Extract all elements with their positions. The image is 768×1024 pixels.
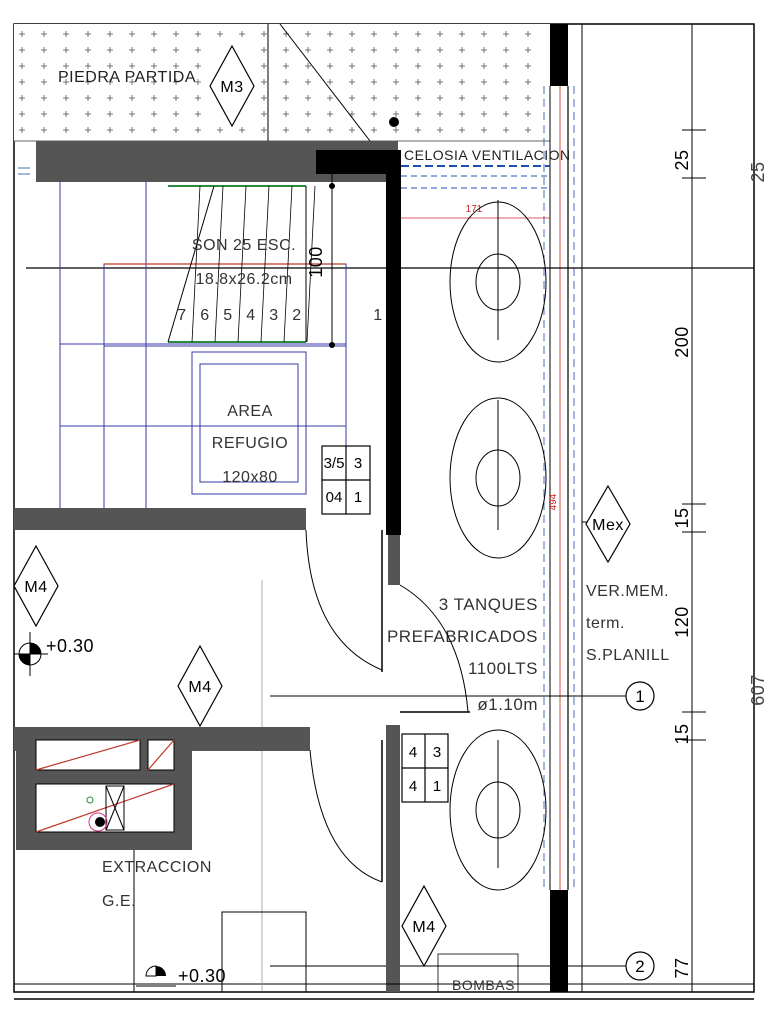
grid-axis-1-label: 1 xyxy=(635,687,644,706)
louver-zone xyxy=(401,165,550,189)
step-number-2: 2 xyxy=(292,307,301,324)
area-label-line1: AREA xyxy=(227,403,273,420)
m3-marker: M3 xyxy=(209,44,255,128)
level-label-2: +0.30 xyxy=(178,966,226,986)
m4-marker-bottom: M4 xyxy=(401,884,447,968)
middle-wall xyxy=(14,508,306,530)
stairs-label-line2: 18.8x26.2cm xyxy=(195,271,292,288)
step-number-1: 1 xyxy=(373,307,382,324)
dimension-25: 25 xyxy=(672,149,692,170)
grid-axis-1: 1 xyxy=(625,681,655,711)
area-label-line2: REFUGIO xyxy=(212,435,288,452)
dimension-15-b: 15 xyxy=(672,723,692,744)
extraction-duct xyxy=(14,727,310,850)
dimension-77: 77 xyxy=(672,957,692,978)
note-line1: VER.MEM. xyxy=(586,583,669,600)
gravel-label: PIEDRA PARTIDA xyxy=(58,69,196,86)
m4-left-label: M4 xyxy=(24,579,47,596)
tanks-label-line4: ø1.10m xyxy=(477,695,538,714)
m4-marker-center: M4 xyxy=(177,644,223,728)
table-top-r0c1: 3 xyxy=(354,455,362,472)
right-wall-black-bottom xyxy=(550,890,568,992)
staircase xyxy=(59,150,347,508)
stair-dimension-100: 100 xyxy=(306,246,326,278)
dimension-200: 200 xyxy=(672,326,692,358)
dimension-120: 120 xyxy=(672,606,692,638)
partial-dimension-607: 607 xyxy=(748,674,768,706)
table-top-r1c0: 04 xyxy=(326,489,343,506)
table-bottom-r0c1: 3 xyxy=(433,744,441,761)
dimension-15-a: 15 xyxy=(672,507,692,528)
partial-dimension-25: 25 xyxy=(748,161,768,182)
red-dimension-494-label: 494 xyxy=(548,493,559,510)
door-swing-upper xyxy=(305,529,470,713)
pumps-label: BOMBAS xyxy=(452,977,515,993)
step-number-7: 7 xyxy=(177,307,186,324)
step-number-4: 4 xyxy=(246,307,255,324)
grid-axis-2-label: 2 xyxy=(635,957,644,976)
m4-marker-left: M4 xyxy=(13,544,59,628)
level-label-1: +0.30 xyxy=(46,636,94,656)
red-dimension-171-label: 171 xyxy=(466,204,483,215)
m4-center-label: M4 xyxy=(188,679,211,696)
table-bottom-r1c0: 4 xyxy=(409,778,417,795)
table-top: 3/5 3 04 1 xyxy=(321,445,371,515)
lower-vertical-wall xyxy=(386,725,400,992)
vertical-black-wall xyxy=(386,150,401,535)
step-number-5: 5 xyxy=(223,307,232,324)
level-mark-2 xyxy=(136,965,176,987)
step-number-3: 3 xyxy=(269,307,278,324)
tanks-label-line2: PREFABRICADOS xyxy=(387,627,538,646)
area-label-line3: 120x80 xyxy=(222,469,278,486)
pumps-box xyxy=(437,953,519,993)
note-line3: S.PLANILL xyxy=(586,647,670,664)
vertical-wall-lower xyxy=(388,535,400,585)
table-bottom-r1c1: 1 xyxy=(433,778,441,795)
water-tanks xyxy=(449,200,547,891)
level-mark-1 xyxy=(14,632,48,676)
m4-bottom-label: M4 xyxy=(412,919,435,936)
extraction-label-line2: G.E. xyxy=(102,893,136,910)
tanks-label-line1: 3 TANQUES xyxy=(439,595,538,614)
mex-label: Mex xyxy=(592,517,624,534)
table-top-r0c0: 3/5 xyxy=(324,455,345,472)
table-bottom: 4 3 4 1 xyxy=(401,733,449,803)
top-wall-black xyxy=(316,150,398,174)
table-top-r1c1: 1 xyxy=(354,489,362,506)
stairs-label-line1: SON 25 ESC. xyxy=(192,237,296,254)
note-line2: term. xyxy=(586,615,625,632)
grid-axis-2: 2 xyxy=(625,951,655,981)
equipment-box xyxy=(221,911,307,993)
mex-marker: Mex xyxy=(582,484,631,564)
louver-label: CELOSIA VENTILACION xyxy=(404,147,571,163)
gravel-hatch-zone xyxy=(14,23,550,153)
tanks-label-line3: 1100LTS xyxy=(468,659,538,678)
right-wall-black xyxy=(550,24,568,86)
step-number-6: 6 xyxy=(200,307,209,324)
right-dimension-chain xyxy=(682,129,706,741)
extraction-label-line1: EXTRACCION xyxy=(102,859,212,876)
m3-label: M3 xyxy=(220,79,243,96)
door-swing-lower xyxy=(309,740,383,883)
table-bottom-r0c0: 4 xyxy=(409,744,417,761)
